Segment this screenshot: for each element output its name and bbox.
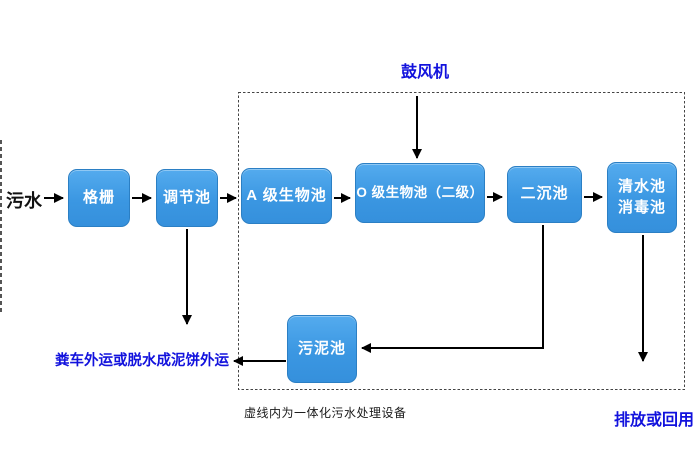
node-grid: 格栅 bbox=[68, 169, 130, 227]
node-disinfection-label: 消毒池 bbox=[617, 198, 666, 216]
node-o-level-bio-pool-label: O 级生物池（二级） bbox=[356, 184, 484, 200]
discharge-reuse-label: 排放或回用 bbox=[614, 412, 695, 429]
node-clear-water-disinfection-tank: 清水池 消毒池 bbox=[607, 162, 677, 233]
node-clear-water-label: 清水池 bbox=[617, 178, 666, 196]
node-regulating-tank-label: 调节池 bbox=[162, 188, 211, 206]
node-grid-label: 格栅 bbox=[82, 188, 115, 206]
node-sludge-tank: 污泥池 bbox=[287, 315, 357, 383]
sewage-inlet-label: 污水 bbox=[6, 191, 42, 211]
node-o-level-bio-pool: O 级生物池（二级） bbox=[355, 163, 485, 223]
node-secondary-sedimentation-tank: 二沉池 bbox=[507, 166, 582, 223]
node-a-level-bio-pool: A 级生物池 bbox=[241, 168, 332, 224]
node-sludge-tank-label: 污泥池 bbox=[297, 339, 346, 357]
blower-label: 鼓风机 bbox=[400, 64, 449, 81]
node-regulating-tank: 调节池 bbox=[156, 169, 218, 227]
equipment-boundary-dashed-box bbox=[238, 92, 685, 390]
sludge-outbound-label: 粪车外运或脱水成泥饼外运 bbox=[55, 353, 229, 369]
boundary-caption: 虚线内为一体化污水处理设备 bbox=[244, 406, 407, 420]
node-a-level-bio-pool-label: A 级生物池 bbox=[246, 186, 327, 204]
arrow-sedimentation-to-sludge bbox=[361, 225, 544, 353]
node-secondary-sedimentation-tank-label: 二沉池 bbox=[520, 185, 569, 203]
